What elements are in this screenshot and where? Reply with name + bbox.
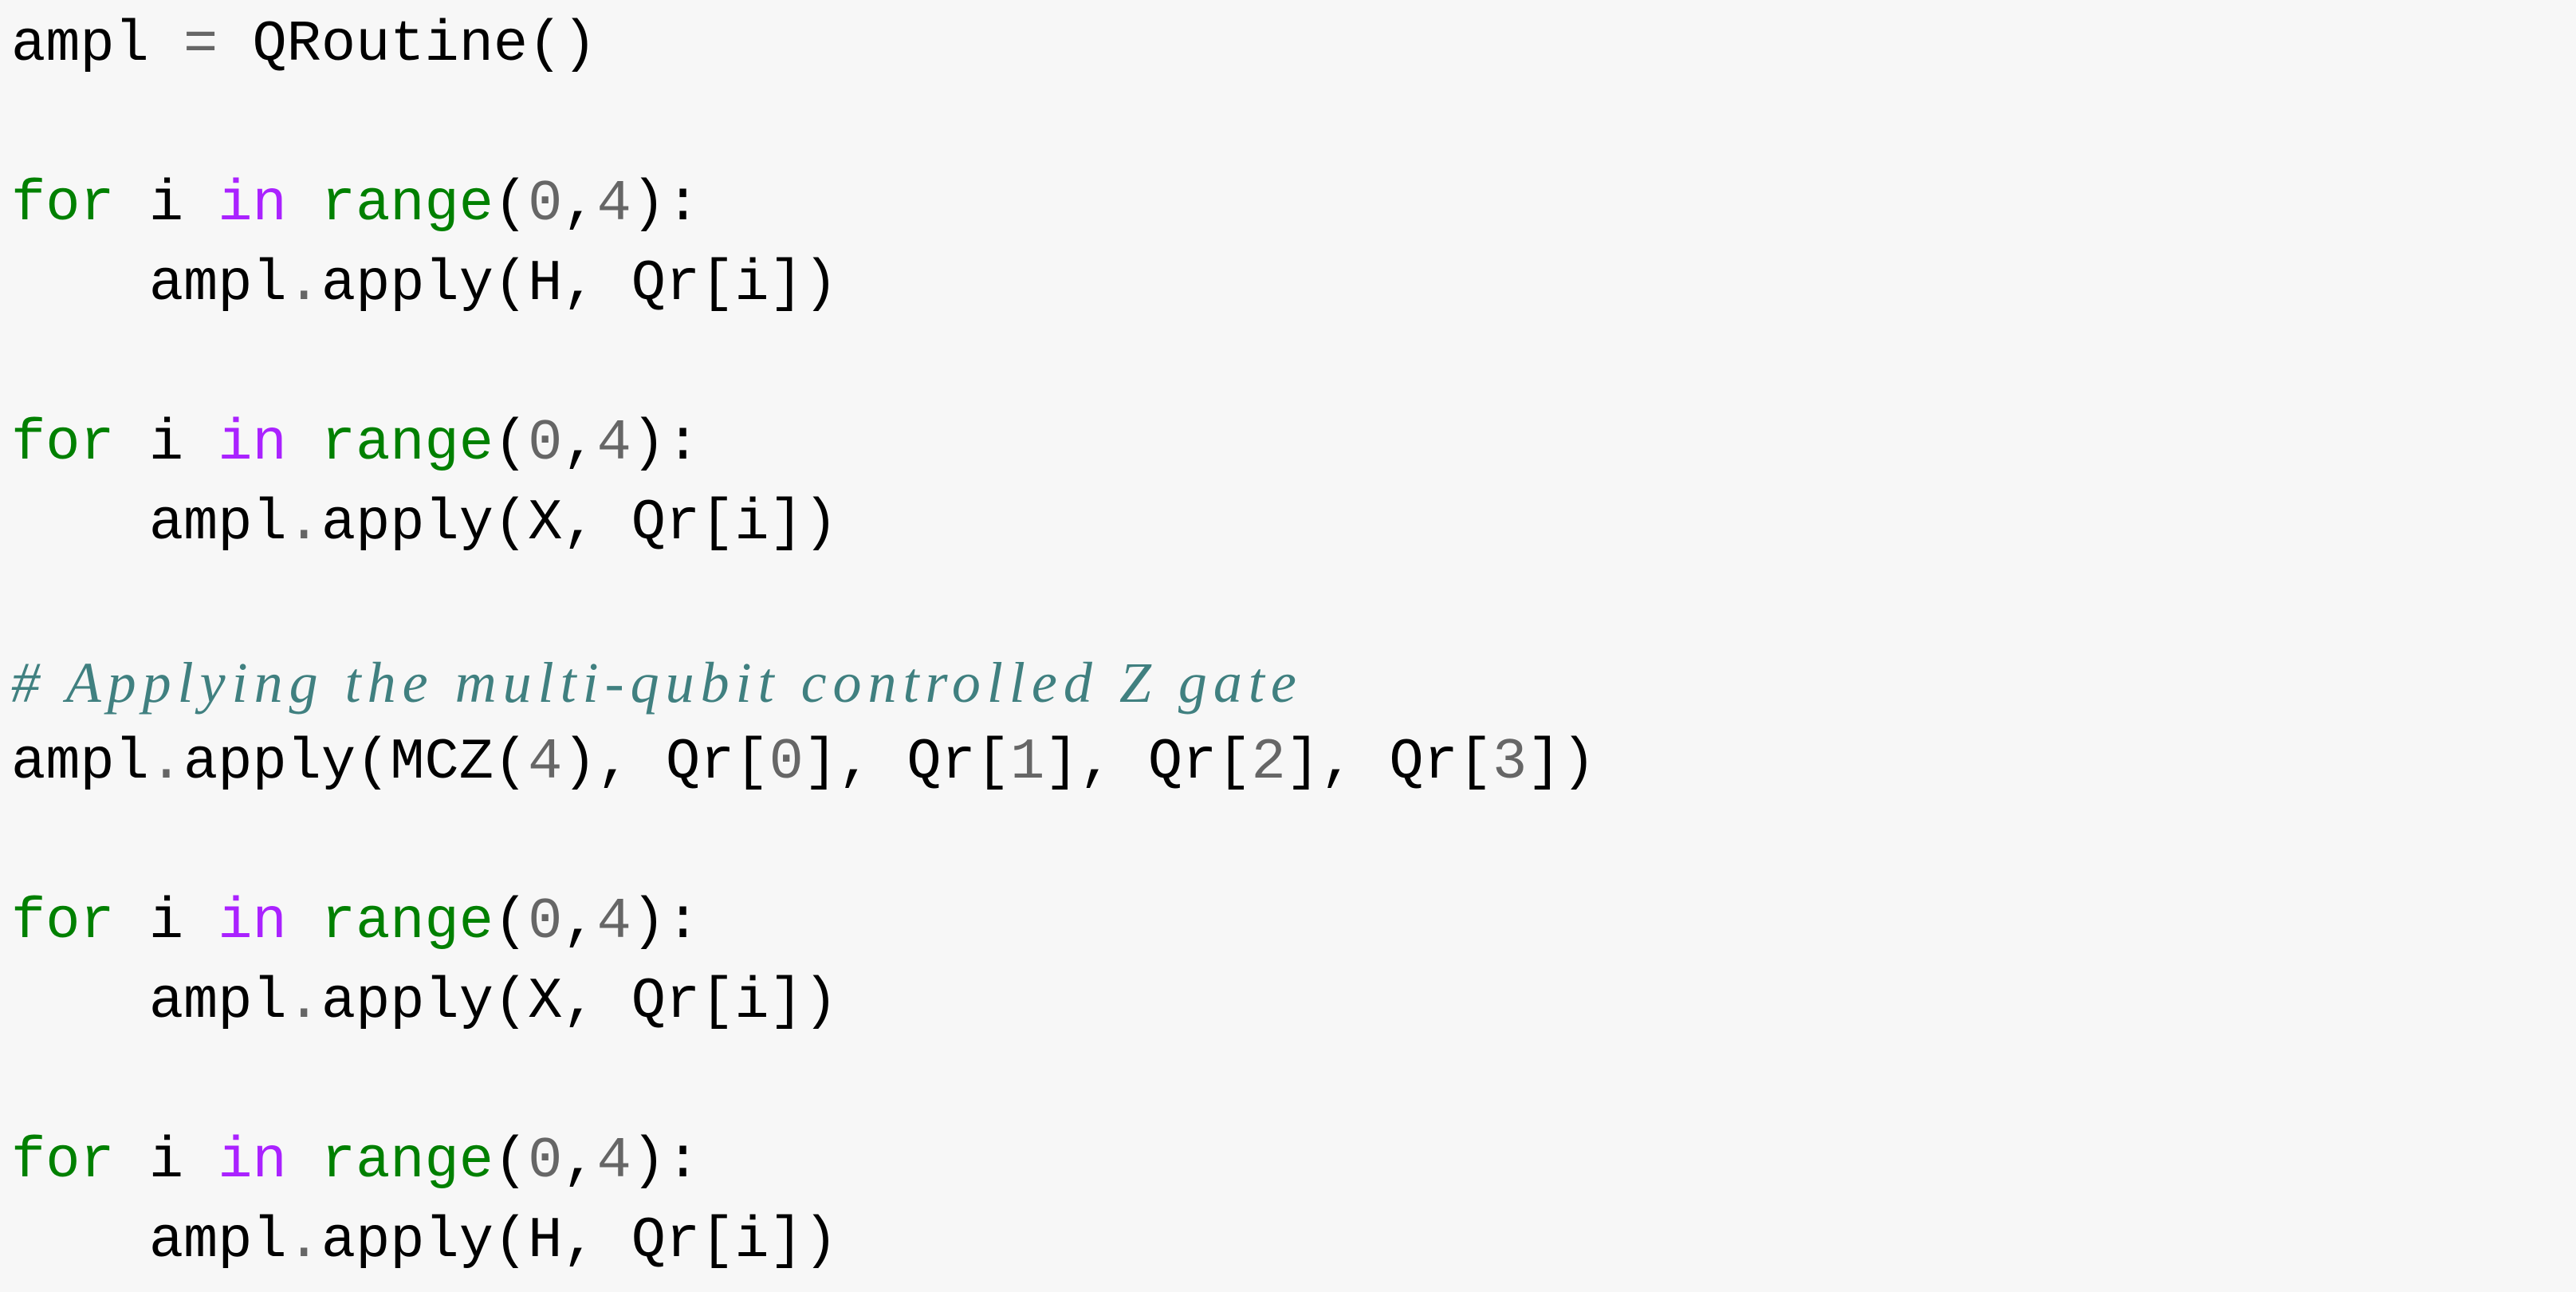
code-token: i — [114, 171, 218, 237]
code-token: range — [321, 1129, 494, 1194]
code-token: range — [321, 889, 494, 955]
code-line: ampl.apply(X, Qr[i]) — [11, 962, 2562, 1042]
code-token — [287, 411, 321, 476]
code-token: ): — [631, 1129, 701, 1194]
code-line: for i in range(0,4): — [11, 164, 2562, 244]
code-token: 2 — [1251, 730, 1286, 795]
code-token: in — [218, 1129, 287, 1194]
code-token: , — [562, 411, 597, 476]
code-token: , — [562, 889, 597, 955]
code-token: ]) — [1527, 730, 1596, 795]
code-token: ( — [493, 1129, 529, 1194]
code-line: ampl = QRoutine() — [11, 5, 2562, 85]
code-token: ampl — [11, 969, 287, 1034]
code-token: . — [286, 490, 321, 556]
code-listing: ampl = QRoutine()for i in range(0,4): am… — [11, 0, 2562, 1292]
code-token: apply(H, Qr[i]) — [321, 251, 838, 317]
code-token: apply(H, Qr[i]) — [321, 1208, 838, 1274]
code-token: for — [11, 171, 115, 237]
code-token: 0 — [528, 411, 563, 476]
code-token: 4 — [596, 411, 631, 476]
code-token — [287, 171, 321, 237]
code-token: ampl — [11, 1208, 287, 1274]
code-token: ], Qr[ — [1285, 730, 1493, 795]
code-token: 0 — [769, 730, 804, 795]
code-token: . — [286, 969, 321, 1034]
code-token: for — [11, 1129, 115, 1194]
code-line: ampl.apply(H, Qr[i]) — [11, 244, 2562, 324]
code-token: i — [114, 1129, 218, 1194]
blank-line — [11, 802, 2562, 882]
blank-line — [11, 563, 2562, 643]
code-token: ampl — [11, 490, 287, 556]
code-token: 4 — [596, 889, 631, 955]
code-token: ( — [493, 411, 529, 476]
code-token: 4 — [596, 1129, 631, 1194]
code-line: for i in range(0,4): — [11, 404, 2562, 483]
blank-line — [11, 85, 2562, 164]
code-token: ): — [631, 889, 701, 955]
code-token: 0 — [528, 1129, 563, 1194]
code-token: range — [321, 171, 494, 237]
code-token: i — [114, 411, 218, 476]
code-token: 3 — [1493, 730, 1528, 795]
code-line: ampl.apply(H, Qr[i]) — [11, 1201, 2562, 1281]
code-token — [287, 889, 321, 955]
code-token: range — [321, 411, 494, 476]
code-token: i — [114, 889, 218, 955]
code-token: 4 — [596, 171, 631, 237]
code-token: ], Qr[ — [1044, 730, 1252, 795]
code-token: = — [183, 12, 218, 77]
code-token: , — [562, 171, 597, 237]
code-token: ], Qr[ — [803, 730, 1011, 795]
code-token: . — [286, 1208, 321, 1274]
code-token: in — [218, 889, 287, 955]
code-token: 0 — [528, 171, 563, 237]
code-token: ( — [493, 889, 529, 955]
code-token: in — [218, 411, 287, 476]
code-token: ampl — [11, 730, 149, 795]
code-token: ), Qr[ — [562, 730, 769, 795]
code-token: ampl — [11, 12, 184, 77]
code-token: , — [562, 1129, 597, 1194]
code-token — [287, 1129, 321, 1194]
code-token: ): — [631, 411, 701, 476]
code-token: for — [11, 889, 115, 955]
code-token: 0 — [528, 889, 563, 955]
code-token: 1 — [1010, 730, 1045, 795]
code-token: . — [148, 730, 184, 795]
code-token: QRoutine() — [218, 12, 597, 77]
blank-line — [11, 1042, 2562, 1121]
code-comment: # Applying the multi-qubit controlled Z … — [11, 651, 1303, 715]
code-line: ampl.apply(X, Qr[i]) — [11, 483, 2562, 563]
code-token: for — [11, 411, 115, 476]
code-token: 4 — [528, 730, 563, 795]
blank-line — [11, 324, 2562, 404]
code-line: # Applying the multi-qubit controlled Z … — [11, 643, 2562, 723]
code-token: ( — [493, 171, 529, 237]
code-token: ampl — [11, 251, 287, 317]
code-line: for i in range(0,4): — [11, 1121, 2562, 1201]
code-token: apply(X, Qr[i]) — [321, 490, 838, 556]
code-token: apply(X, Qr[i]) — [321, 969, 838, 1034]
code-line: ampl.apply(MCZ(4), Qr[0], Qr[1], Qr[2], … — [11, 723, 2562, 802]
code-token: . — [286, 251, 321, 317]
code-token: ): — [631, 171, 701, 237]
code-token: in — [218, 171, 287, 237]
code-line: for i in range(0,4): — [11, 882, 2562, 962]
code-token: apply(MCZ( — [183, 730, 529, 795]
